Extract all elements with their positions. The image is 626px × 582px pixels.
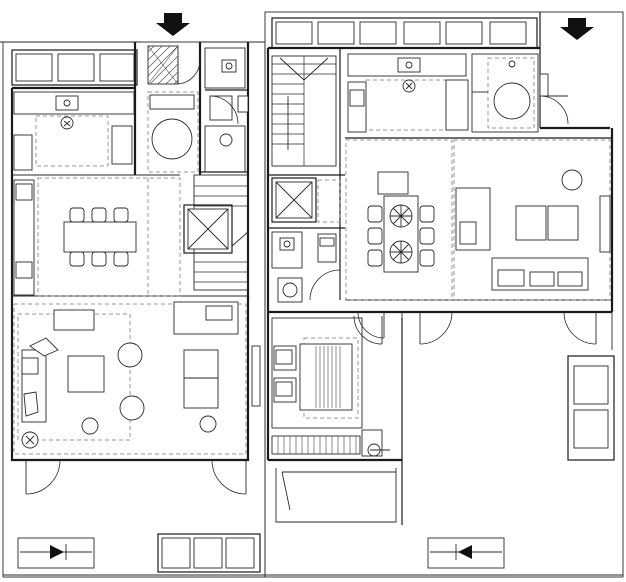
door <box>177 59 201 85</box>
living-right <box>453 139 611 301</box>
door-bedroom-middle <box>353 315 383 345</box>
lift-middle <box>271 177 341 223</box>
bottom-window-left <box>157 533 261 573</box>
round-table <box>147 91 199 173</box>
shower-right <box>471 53 569 133</box>
shaft <box>147 45 179 85</box>
stair-left <box>183 174 249 291</box>
terrace-doors-left <box>25 459 247 495</box>
middle-unit-walls <box>266 46 390 460</box>
patio-middle <box>268 318 403 525</box>
down-arrow-icon <box>156 13 190 36</box>
wardrobe-middle <box>271 429 390 457</box>
terrace-doors-right <box>357 311 597 345</box>
dining-zone <box>13 177 181 297</box>
living-room <box>13 301 261 455</box>
section-arrow-right-icon <box>17 537 95 569</box>
top-windows-left <box>11 49 138 86</box>
down-arrow-icon <box>560 18 594 40</box>
stair-middle <box>271 55 337 167</box>
bedroom-middle <box>271 317 363 429</box>
terrace-right <box>401 312 615 461</box>
powder-room <box>200 47 249 173</box>
right-unit-walls <box>345 12 614 314</box>
snowflake-icon <box>389 204 413 228</box>
top-windows-right <box>271 17 538 49</box>
dining-right <box>345 139 453 301</box>
section-arrow-left-icon <box>427 537 505 569</box>
kitchen-counter <box>13 91 135 171</box>
kitchen-right <box>347 53 469 133</box>
bathroom-middle <box>271 231 341 303</box>
snowflake-icon <box>389 240 413 264</box>
